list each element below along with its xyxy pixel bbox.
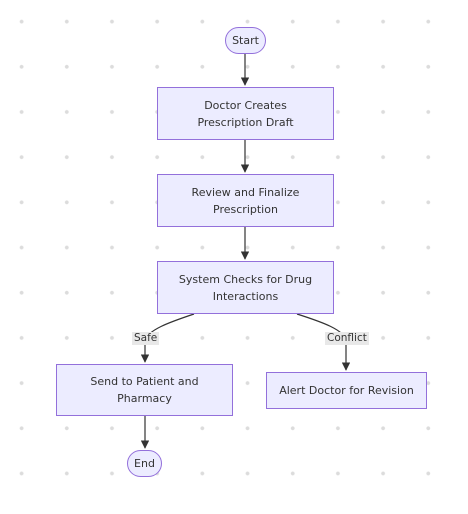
alert-doctor-node: Alert Doctor for Revision — [266, 372, 427, 409]
edge-label-safe: Safe — [132, 332, 160, 345]
send-to-patient-node: Send to Patient and Pharmacy — [56, 364, 233, 416]
drug-interaction-check-node: System Checks for Drug Interactions — [157, 261, 334, 314]
start-node: Start — [225, 27, 266, 54]
edge-label-conflict: Conflict — [325, 332, 369, 345]
review-finalize-node: Review and Finalize Prescription — [157, 174, 334, 227]
doctor-creates-draft-node: Doctor Creates Prescription Draft — [157, 87, 334, 140]
end-node: End — [127, 450, 162, 477]
